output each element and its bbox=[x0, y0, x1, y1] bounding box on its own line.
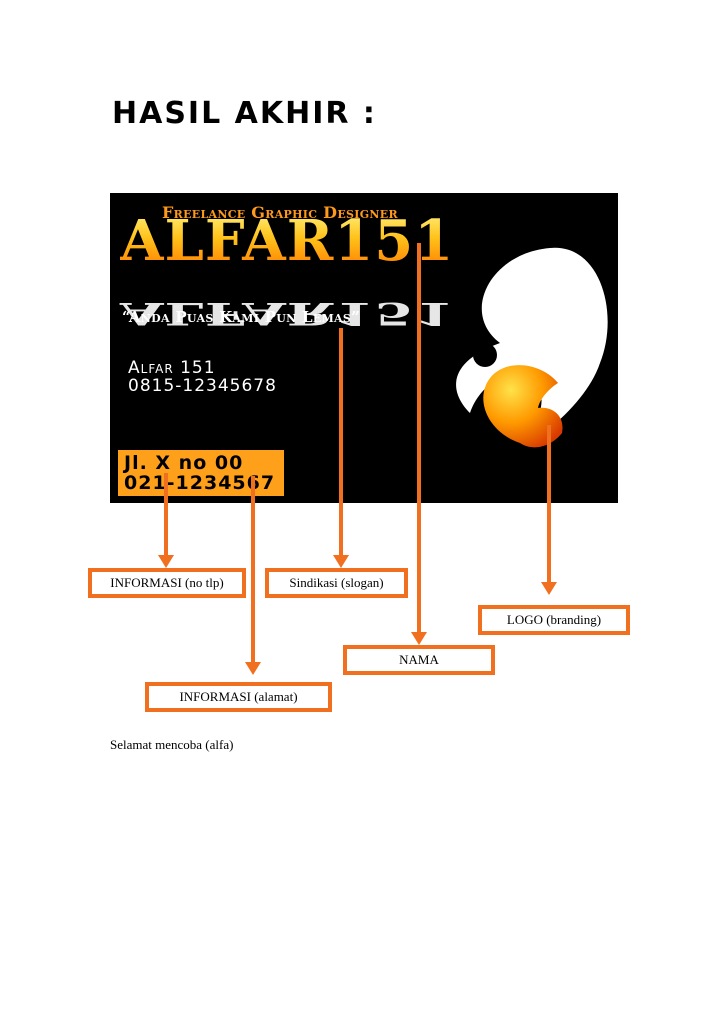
card-person-name: Alfar 151 bbox=[128, 358, 216, 378]
label-info-phone: INFORMASI (no tlp) bbox=[88, 568, 246, 598]
card-tagline: Freelance Graphic Designer bbox=[162, 203, 398, 222]
card-slogan: “Anda Puas Kami Pun Lemas” bbox=[122, 308, 361, 326]
business-card: ALFAR151 ALFAR151 Freelance Graphic Desi… bbox=[110, 193, 618, 503]
address-highlight bbox=[118, 450, 284, 496]
label-slogan: Sindikasi (slogan) bbox=[265, 568, 408, 598]
card-address: Jl. X no 00 bbox=[124, 452, 244, 474]
card-mobile-number: 0815-12345678 bbox=[128, 376, 277, 396]
brand-name: ALFAR151 bbox=[120, 208, 455, 274]
footer-note: Selamat mencoba (alfa) bbox=[110, 737, 234, 752]
label-logo: LOGO (branding) bbox=[478, 605, 630, 635]
page-title: HASIL AKHIR : bbox=[112, 96, 377, 131]
label-name: NAMA bbox=[343, 645, 495, 675]
card-office-phone: 021-1234567 bbox=[124, 472, 276, 494]
label-info-address: INFORMASI (alamat) bbox=[145, 682, 332, 712]
alfar-logo-icon bbox=[456, 247, 608, 448]
